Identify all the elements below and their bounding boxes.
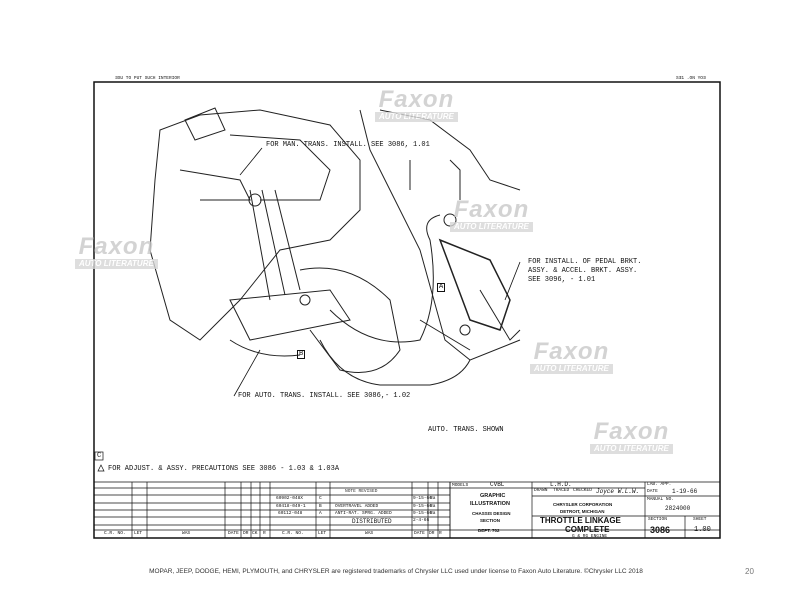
drawn-label: DRAWN (534, 488, 548, 493)
models-value: CVBL (490, 481, 505, 488)
hdr-dr-2: DR (429, 531, 435, 536)
hdr-r: R (263, 531, 266, 536)
row-was: OVERTRAVEL ADDED (335, 504, 379, 509)
hdr-let: LET (134, 531, 143, 536)
row-cr: 60902-048X (276, 496, 304, 501)
models-label: MODELS (452, 483, 469, 488)
sheet-value: 1.00 (694, 526, 711, 534)
row-date: 9-15-66 (413, 504, 432, 509)
adjust-note: FOR ADJUST. & ASSY. PRECAUTIONS SEE 3086… (108, 465, 340, 473)
section-header: SECTION (648, 517, 667, 522)
engine-linkage-illustration (149, 107, 521, 386)
hdr-ck: CK (252, 531, 258, 536)
corp-city: DETROIT, MICHIGAN (560, 509, 605, 514)
label-b: B (297, 350, 306, 359)
drawing-subtitle: COMPLETE (565, 525, 610, 534)
label-c: C (97, 452, 102, 460)
engine-label: G & RG ENGINE (572, 534, 608, 539)
section-label: SECTION (480, 518, 501, 523)
revision-stamp: NOTE REVISED (345, 489, 378, 494)
sheet-header: SHEET (693, 517, 707, 522)
row-date: 2-4-66 (413, 518, 430, 523)
manual-value: 2824000 (665, 505, 691, 512)
auto-trans-shown: AUTO. TRANS. SHOWN (428, 426, 504, 434)
callout-man-trans: FOR MAN. TRANS. INSTALL. SEE 3086, 1.01 (266, 141, 430, 149)
row-let: C (319, 496, 322, 501)
warning-triangle-icon (97, 464, 105, 472)
label-a: A (437, 283, 446, 292)
hdr-dr: DR (243, 531, 249, 536)
page-number: 20 (745, 567, 754, 576)
callout-auto-trans: FOR AUTO. TRANS. INSTALL. SEE 3086,- 1.0… (238, 392, 411, 400)
row-was: DISTRIBUTED (352, 518, 392, 525)
hdr-let-2: LET (318, 531, 327, 536)
date-label: DATE (647, 489, 658, 494)
dept-label: DEPT. 702 (478, 528, 500, 533)
hdr-date-2: DATE (414, 531, 425, 536)
drawing-title: THROTTLE LINKAGE (540, 516, 621, 525)
date-value: 1-19-66 (672, 488, 698, 495)
trademark-footer: MOPAR, JEEP, DODGE, HEMI, PLYMOUTH, and … (149, 568, 643, 575)
signers: Joyce W.L.W. (596, 488, 640, 495)
row-dr: Ra (430, 511, 436, 516)
row-cr: 60418-049-1 (276, 504, 306, 509)
hdr-cr-no-2: C.R. NO. (282, 531, 304, 536)
row-dr: Ra (430, 504, 436, 509)
hdr-cr-no: C.R. NO. (104, 531, 126, 536)
header-mirrored-ref: SƎ1 .ON YOƎ (676, 76, 706, 81)
callout-pedal-line3: SEE 3096, - 1.01 (528, 276, 596, 284)
manual-label: MANUAL NO. (647, 497, 675, 502)
checked-label: CHECKED (573, 488, 592, 493)
revision-table-grid (94, 481, 720, 538)
row-dr: Ra (430, 496, 436, 501)
row-let: B (319, 504, 322, 509)
traced-label: TRACED (553, 488, 570, 493)
section-value: 3086 (650, 525, 671, 535)
leader-lines (233, 147, 521, 397)
header-mirrored-text: ƎSU TO PUT SUCH INTERIOR (115, 76, 180, 81)
callout-pedal-line1: FOR INSTALL. OF PEDAL BRKT. (528, 258, 642, 266)
row-cr: 60112-048 (278, 511, 303, 516)
lab-app-label: LAB. APP. (647, 482, 672, 487)
hdr-r-2: R (439, 531, 442, 536)
chassis-label: CHASSIS DESIGN (472, 511, 511, 516)
callout-pedal-line2: ASSY. & ACCEL. BRKT. ASSY. (528, 267, 638, 275)
row-date: 9-15-66 (413, 511, 432, 516)
hdr-date: DATE (228, 531, 239, 536)
corp-name: CHRYSLER CORPORATION (553, 502, 613, 507)
lhd: L.H.D. (550, 481, 572, 488)
graphic-label: GRAPHIC (480, 493, 506, 499)
row-date: 9-15-66 (413, 496, 432, 501)
row-was: ANTI-RAT. SPRG. ADDED (335, 511, 392, 516)
drawing-frame (93, 81, 721, 539)
illustration-label: ILLUSTRATION (470, 501, 510, 507)
hdr-was: WAS (182, 531, 191, 536)
hdr-was-2: WAS (365, 531, 374, 536)
row-let: A (319, 511, 322, 516)
